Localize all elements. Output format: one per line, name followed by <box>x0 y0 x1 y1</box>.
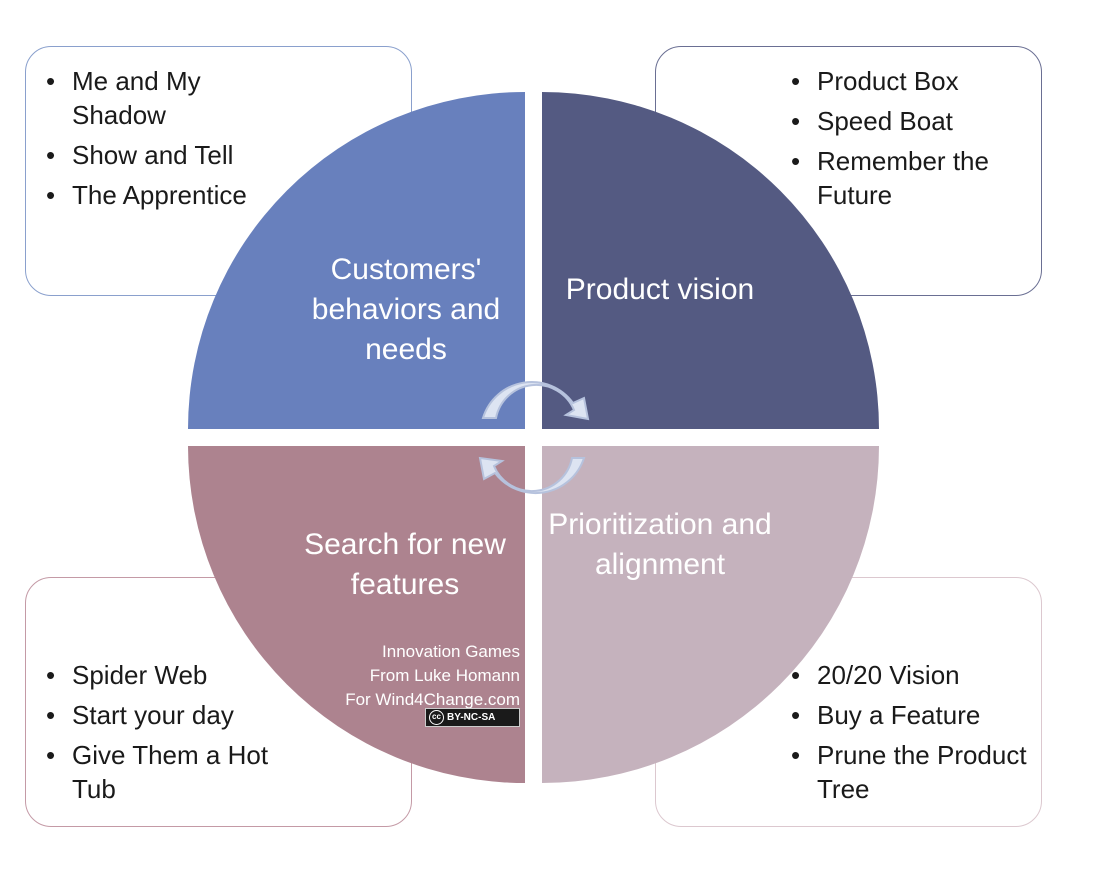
bullet-icon: • <box>791 66 801 96</box>
arrow-bottom-icon <box>478 456 586 495</box>
list-item: •Speed Boat <box>791 106 953 136</box>
list-item: •Give Them a Hot Tub <box>46 740 269 804</box>
bullet-list: •Me and My Shadow •Show and Tell •The Ap… <box>44 64 294 218</box>
list-item: •Spider Web <box>46 660 208 690</box>
quadrant-customers <box>188 92 525 429</box>
bullet-list: •Spider Web •Start your day •Give Them a… <box>44 658 314 812</box>
bullet-icon: • <box>791 740 801 770</box>
bullet-icon: • <box>46 740 56 770</box>
quadrant-prioritization <box>542 446 879 783</box>
bullet-icon: • <box>46 700 56 730</box>
quadrant-label-search-features: Search for new features <box>304 528 506 601</box>
bullet-icon: • <box>791 700 801 730</box>
bullet-list: •Product Box •Speed Boat •Remember the F… <box>789 64 1039 218</box>
bullet-icon: • <box>46 660 56 690</box>
quadrant-label-product-vision: Product vision <box>565 273 755 306</box>
list-item: •Me and My Shadow <box>46 66 201 130</box>
credit-line: For Wind4Change.com <box>345 690 520 709</box>
list-item: •Product Box <box>791 66 959 96</box>
creative-commons-icon: cc <box>429 710 444 725</box>
credit-line: Innovation Games <box>382 642 520 661</box>
credit-text: Innovation Games From Luke Homann For Wi… <box>300 640 520 712</box>
list-item: •20/20 Vision <box>791 660 960 690</box>
bullet-icon: • <box>791 146 801 176</box>
list-item: •Prune the Product Tree <box>791 740 1027 804</box>
cycle-arrows-icon <box>478 380 590 495</box>
list-item: •Remember the Future <box>791 146 989 210</box>
list-item: •Show and Tell <box>46 140 234 170</box>
bullet-icon: • <box>791 106 801 136</box>
list-item: •The Apprentice <box>46 180 247 210</box>
credit-line: From Luke Homann <box>369 666 520 685</box>
quadrant-search-features <box>188 446 525 783</box>
arrow-top-icon <box>481 380 590 421</box>
bullet-icon: • <box>791 660 801 690</box>
list-item: •Start your day <box>46 700 234 730</box>
bullet-icon: • <box>46 66 56 96</box>
quadrant-label-prioritization: Prioritization and alignment <box>548 508 772 581</box>
quadrant-product-vision <box>542 92 879 429</box>
bullet-icon: • <box>46 180 56 210</box>
license-text: BY-NC-SA <box>447 712 496 723</box>
bullet-icon: • <box>46 140 56 170</box>
list-item: •Buy a Feature <box>791 700 981 730</box>
quadrant-label-customers: Customers' behaviors and needs <box>311 253 501 366</box>
bullet-list: •20/20 Vision •Buy a Feature •Prune the … <box>789 658 1039 812</box>
